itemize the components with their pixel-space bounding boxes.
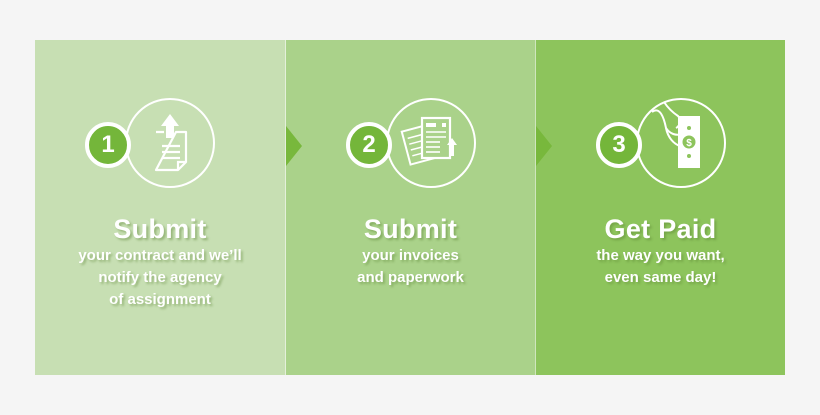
step-2-panel: 2 Submit your invoices and paperwork	[285, 40, 535, 375]
step-1-icon-circle	[125, 98, 215, 188]
svg-text:$: $	[686, 138, 692, 149]
step-2-number-badge: 2	[346, 122, 392, 168]
step-3-text: Get Paid the way you want, even same day…	[536, 214, 785, 288]
process-steps: 1 Submit your contract and we’ll notify …	[35, 40, 785, 375]
step-1-line-2: notify the agency	[98, 269, 222, 286]
step-1-number-badge: 1	[85, 122, 131, 168]
step-2-line-1: your invoices	[362, 247, 459, 264]
step-3-panel: $ 3 Get Paid the way you want, even same…	[535, 40, 785, 375]
step-1-line-3: of assignment	[109, 291, 211, 308]
invoices-upload-icon	[400, 116, 457, 166]
step-3-line-1: the way you want,	[596, 247, 725, 264]
step-3-line-2: even same day!	[604, 269, 717, 286]
step-2-icon-circle	[386, 98, 476, 188]
step-1-line-1: your contract and we’ll	[78, 247, 242, 264]
step-2-text: Submit your invoices and paperwork	[286, 214, 535, 288]
step-3-title: Get Paid	[604, 214, 717, 244]
step-1-panel: 1 Submit your contract and we’ll notify …	[35, 40, 285, 375]
step-3-number-badge: 3	[596, 122, 642, 168]
step-1-title: Submit	[113, 214, 207, 244]
chevron-right-icon	[536, 126, 552, 166]
hand-cash-icon: $	[651, 101, 700, 168]
chevron-right-icon	[286, 126, 302, 166]
document-upload-icon	[154, 114, 188, 172]
step-2-title: Submit	[363, 214, 458, 244]
step-1-text: Submit your contract and we’ll notify th…	[35, 214, 285, 310]
step-2-line-2: and paperwork	[357, 269, 464, 286]
step-3-icon-circle: $	[636, 98, 726, 188]
